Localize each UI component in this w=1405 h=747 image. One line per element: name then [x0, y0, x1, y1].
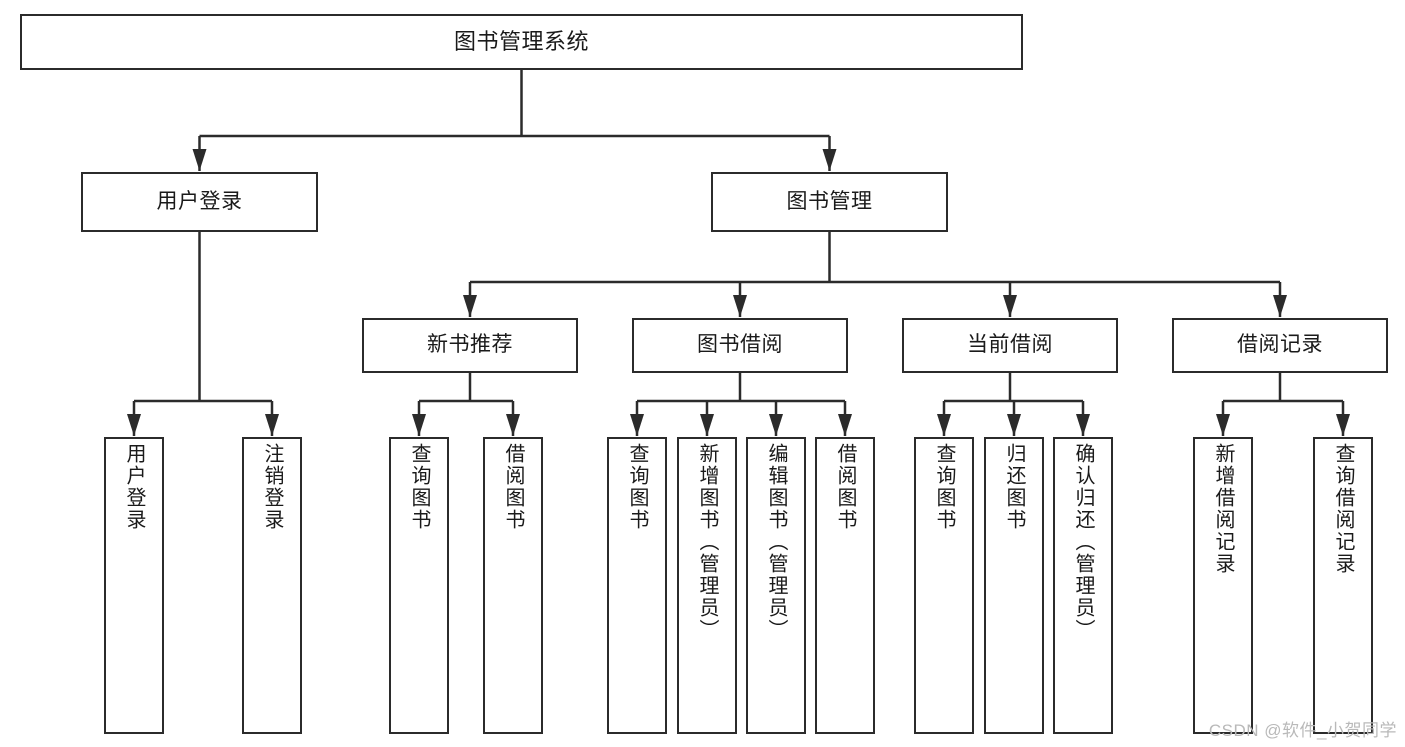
- node-login[interactable]: 用户登录: [81, 172, 318, 232]
- node-current[interactable]: 当前借阅: [902, 318, 1118, 373]
- node-label: 借阅图书: [834, 443, 856, 531]
- node-label: 新增借阅记录: [1212, 443, 1234, 575]
- node-borrow[interactable]: 图书借阅: [632, 318, 848, 373]
- arrowhead-icon: [463, 295, 477, 317]
- node-l13[interactable]: 查询借阅记录: [1313, 437, 1373, 734]
- arrowhead-icon: [838, 414, 852, 436]
- arrowhead-icon: [506, 414, 520, 436]
- arrowhead-icon: [1273, 295, 1287, 317]
- arrowhead-icon: [769, 414, 783, 436]
- node-label: 借阅记录: [1237, 333, 1323, 357]
- watermark-label: CSDN @软件_小贺同学: [1208, 721, 1397, 740]
- node-root[interactable]: 图书管理系统: [20, 14, 1023, 70]
- node-records[interactable]: 借阅记录: [1172, 318, 1388, 373]
- arrowhead-icon: [1336, 414, 1350, 436]
- node-l11[interactable]: 确认归还（管理员）: [1053, 437, 1113, 734]
- node-label: 新书推荐: [427, 333, 513, 357]
- node-l3[interactable]: 查询图书: [389, 437, 449, 734]
- node-label: 归还图书: [1003, 443, 1025, 531]
- node-l8[interactable]: 借阅图书: [815, 437, 875, 734]
- node-l12[interactable]: 新增借阅记录: [1193, 437, 1253, 734]
- arrowhead-icon: [265, 414, 279, 436]
- node-l6[interactable]: 新增图书（管理员）: [677, 437, 737, 734]
- node-label: 查询图书: [933, 443, 955, 531]
- arrowhead-icon: [127, 414, 141, 436]
- node-l9[interactable]: 查询图书: [914, 437, 974, 734]
- arrowhead-icon: [1007, 414, 1021, 436]
- node-l10[interactable]: 归还图书: [984, 437, 1044, 734]
- arrowhead-icon: [1216, 414, 1230, 436]
- node-label: 编辑图书（管理员）: [765, 443, 787, 641]
- node-label: 图书借阅: [697, 333, 783, 357]
- node-label: 用户登录: [156, 189, 243, 213]
- node-label: 查询图书: [408, 443, 430, 531]
- node-newbook[interactable]: 新书推荐: [362, 318, 578, 373]
- node-label: 图书管理: [786, 189, 873, 213]
- node-label: 当前借阅: [967, 333, 1053, 357]
- node-label: 图书管理系统: [453, 29, 589, 55]
- arrowhead-icon: [412, 414, 426, 436]
- node-bookmgmt[interactable]: 图书管理: [711, 172, 948, 232]
- node-l4[interactable]: 借阅图书: [483, 437, 543, 734]
- arrowhead-icon: [192, 149, 207, 171]
- node-label: 新增图书（管理员）: [696, 443, 718, 641]
- arrowhead-icon: [1076, 414, 1090, 436]
- arrowhead-icon: [822, 149, 837, 171]
- node-label: 查询借阅记录: [1332, 443, 1354, 575]
- node-label: 查询图书: [626, 443, 648, 531]
- arrowhead-icon: [1003, 295, 1017, 317]
- node-label: 确认归还（管理员）: [1072, 443, 1094, 641]
- arrowhead-icon: [937, 414, 951, 436]
- node-l7[interactable]: 编辑图书（管理员）: [746, 437, 806, 734]
- node-l1[interactable]: 用户登录: [104, 437, 164, 734]
- node-l5[interactable]: 查询图书: [607, 437, 667, 734]
- node-l2[interactable]: 注销登录: [242, 437, 302, 734]
- node-label: 注销登录: [261, 443, 283, 531]
- node-label: 用户登录: [123, 443, 145, 531]
- node-label: 借阅图书: [502, 443, 524, 531]
- arrowhead-icon: [700, 414, 714, 436]
- arrowhead-icon: [630, 414, 644, 436]
- arrowhead-icon: [733, 295, 747, 317]
